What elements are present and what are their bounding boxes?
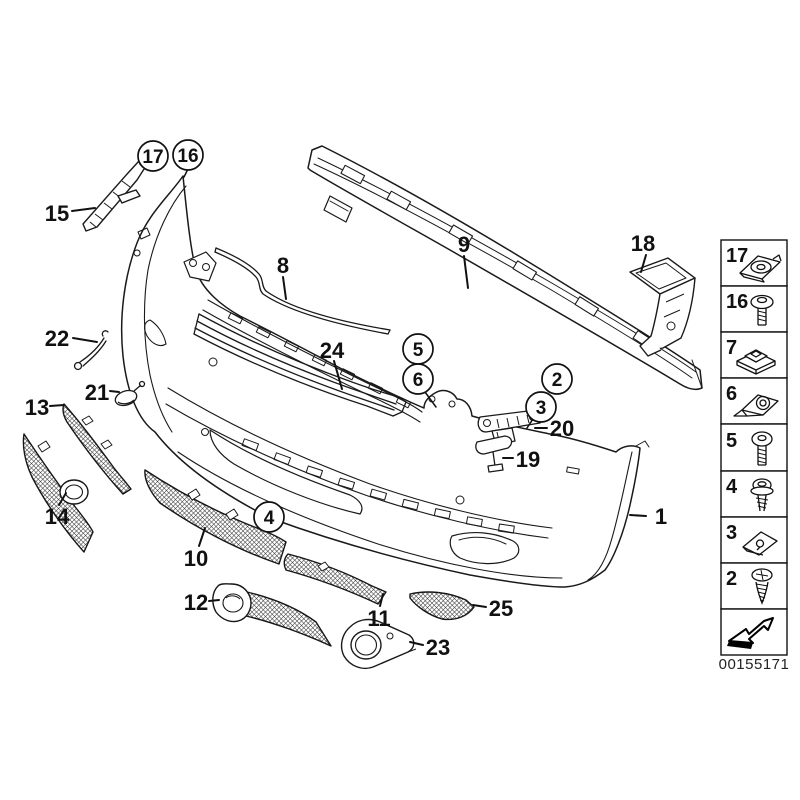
washer-jet-cover [475, 435, 513, 473]
callout-circle-2: 2 [541, 363, 573, 395]
screw-icon [750, 294, 774, 326]
circled-callouts: 17 16 5 6 2 3 4 [137, 139, 573, 533]
svg-text:16: 16 [177, 146, 198, 167]
bumper-cover [120, 175, 650, 588]
callout-11: 11 [367, 606, 390, 631]
grille-11 [283, 553, 387, 605]
legend-label-17: 17 [726, 245, 748, 267]
legend-label-6: 6 [726, 383, 737, 405]
grille-strip [193, 313, 407, 417]
callout-circle-3: 3 [525, 391, 557, 423]
direction-arrow-icon [727, 617, 774, 649]
tapping-screw-icon [751, 568, 773, 606]
svg-text:5: 5 [413, 340, 424, 361]
svg-text:4: 4 [264, 508, 275, 529]
callout-20: 20 [550, 416, 574, 441]
svg-text:6: 6 [413, 370, 424, 391]
grille-25 [409, 591, 475, 621]
legend-label-7: 7 [726, 337, 737, 359]
callout-25: 25 [489, 596, 513, 621]
svg-text:17: 17 [142, 147, 163, 168]
expanding-grommet-icon [736, 349, 776, 375]
image-code: 00155171 [719, 656, 790, 673]
clip-icon [733, 394, 779, 417]
callout-22: 22 [45, 326, 69, 351]
svg-text:3: 3 [536, 398, 547, 419]
screw-icon [751, 431, 773, 466]
towing-eye-cap [114, 380, 146, 407]
callout-circle-17: 17 [137, 140, 169, 172]
grille-14 [22, 433, 94, 553]
legend-box-16 [720, 285, 788, 333]
clip-nut-icon [739, 254, 782, 283]
callout-circle-16: 16 [172, 139, 204, 171]
callout-24: 24 [320, 338, 345, 363]
fog-lamp-pod [340, 618, 417, 670]
legend-label-2: 2 [726, 568, 737, 590]
screw-washer-icon [750, 478, 774, 512]
callout-circle-5: 5 [402, 333, 434, 365]
callout-circle-6: 6 [402, 363, 434, 395]
leader-lines [49, 170, 647, 646]
callout-15: 15 [45, 201, 69, 226]
grille-13 [62, 403, 132, 495]
side-bracket [82, 160, 147, 232]
corner-bracket [629, 257, 696, 357]
callout-18: 18 [631, 231, 655, 256]
legend-label-16: 16 [726, 291, 748, 313]
trim-strip [214, 247, 391, 335]
callout-19: 19 [516, 447, 540, 472]
fastener-legend: 17 16 7 6 5 4 3 2 [719, 239, 790, 673]
callout-8: 8 [277, 253, 289, 278]
grille-10 [144, 469, 287, 565]
grille-12 [212, 583, 332, 647]
legend-label-5: 5 [726, 430, 737, 452]
callout-23: 23 [426, 635, 450, 660]
legend-label-4: 4 [726, 476, 738, 498]
svg-text:2: 2 [552, 370, 563, 391]
callout-14: 14 [45, 504, 70, 529]
callout-circle-4: 4 [253, 501, 285, 533]
callout-9: 9 [458, 232, 470, 257]
tension-rod [73, 330, 109, 371]
callout-21: 21 [85, 380, 109, 405]
impact-absorber-strip [307, 145, 703, 391]
callout-1: 1 [655, 504, 667, 529]
callout-10: 10 [184, 546, 208, 571]
callout-13: 13 [25, 395, 49, 420]
legend-label-3: 3 [726, 522, 737, 544]
callout-12: 12 [184, 590, 208, 615]
sheet-metal-clip-icon [742, 531, 778, 556]
